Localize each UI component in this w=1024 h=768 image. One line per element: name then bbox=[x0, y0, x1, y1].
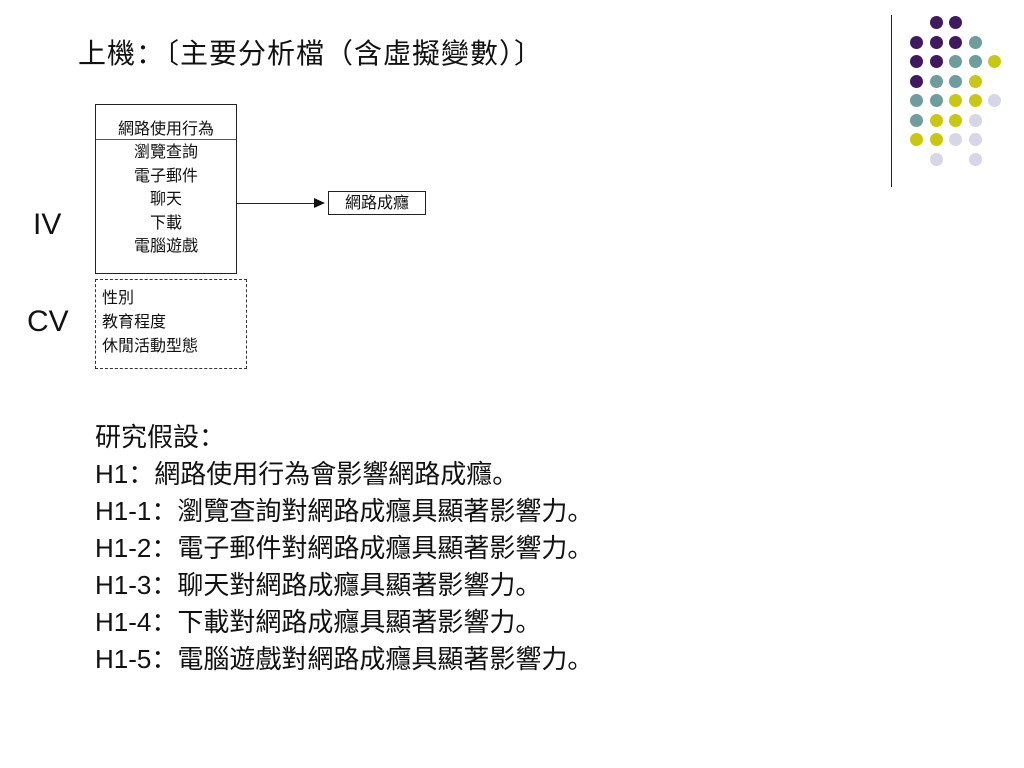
hypothesis-h1-2: H1-2：電子郵件對網路成癮具顯著影響力。 bbox=[95, 533, 594, 564]
decorative-dot bbox=[910, 35, 923, 49]
decorative-dot bbox=[929, 133, 943, 146]
hypothesis-h1: H1：網路使用行為會影響網路成癮。 bbox=[95, 459, 519, 490]
decorative-dot bbox=[929, 74, 943, 88]
iv-item-browse: 瀏覽查詢 bbox=[133, 142, 198, 161]
decorative-divider bbox=[891, 15, 892, 187]
decorative-dot bbox=[949, 35, 962, 49]
decorative-dot bbox=[949, 74, 962, 88]
iv-item-download: 下載 bbox=[149, 212, 182, 232]
decorative-dot bbox=[968, 152, 982, 166]
decorative-dot bbox=[968, 55, 982, 68]
cv-item-leisure: 休閒活動型態 bbox=[102, 336, 199, 355]
decorative-dot bbox=[929, 113, 943, 127]
hypotheses-heading: 研究假設： bbox=[95, 423, 226, 453]
independent-variable-box: 網路使用行為 瀏覽查詢 電子郵件 聊天 下載 電腦遊戲 bbox=[95, 104, 237, 274]
iv-item-email: 電子郵件 bbox=[133, 165, 198, 185]
decorative-dot bbox=[929, 152, 943, 166]
control-variable-box: 性別 教育程度 休閒活動型態 bbox=[95, 279, 247, 369]
decorative-dot bbox=[910, 55, 923, 68]
hypothesis-h1-4: H1-4：下載對網路成癮具顯著影響力。 bbox=[95, 607, 542, 638]
iv-item-games: 電腦遊戲 bbox=[133, 236, 198, 255]
decorative-dot bbox=[988, 94, 1001, 107]
decorative-dot bbox=[968, 133, 982, 146]
decorative-dot bbox=[949, 94, 962, 107]
decorative-dot bbox=[968, 113, 982, 127]
cv-item-education: 教育程度 bbox=[102, 312, 167, 331]
decorative-dot bbox=[929, 94, 943, 107]
decorative-dot bbox=[968, 94, 982, 107]
decorative-dot bbox=[929, 35, 943, 49]
decorative-dot bbox=[949, 113, 962, 127]
arrow-connector bbox=[237, 203, 317, 204]
decorative-dot bbox=[949, 16, 962, 29]
decorative-dot bbox=[968, 74, 982, 88]
decorative-dot bbox=[910, 94, 923, 107]
arrow-head-icon bbox=[314, 198, 325, 208]
decorative-dot bbox=[910, 113, 923, 127]
decorative-dot bbox=[929, 16, 943, 29]
decorative-dot bbox=[910, 133, 923, 146]
hypothesis-h1-1: H1-1：瀏覽查詢對網路成癮具顯著影響力。 bbox=[95, 496, 594, 527]
hypothesis-h1-3: H1-3：聊天對網路成癮具顯著影響力。 bbox=[95, 570, 542, 601]
cv-item-gender: 性別 bbox=[102, 288, 135, 307]
decorative-dot bbox=[988, 55, 1001, 68]
decorative-dot bbox=[929, 55, 943, 68]
decorative-dot bbox=[968, 35, 982, 49]
decorative-dot bbox=[910, 74, 923, 88]
hypotheses-block: 研究假設： H1：網路使用行為會影響網路成癮。 H1-1：瀏覽查詢對網路成癮具顯… bbox=[95, 420, 593, 678]
dependent-variable-box: 網路成癮 bbox=[328, 191, 426, 215]
iv-item-chat: 聊天 bbox=[149, 189, 182, 208]
hypothesis-h1-5: H1-5：電腦遊戲對網路成癮具顯著影響力。 bbox=[95, 644, 594, 675]
cv-label: CV bbox=[27, 305, 69, 338]
iv-header: 網路使用行為 bbox=[96, 105, 236, 140]
decorative-dot bbox=[949, 133, 962, 146]
slide-title: 上機：〔主要分析檔（含虛擬變數）〕 bbox=[78, 37, 544, 70]
decorative-dot bbox=[949, 55, 962, 68]
iv-label: IV bbox=[33, 208, 62, 241]
